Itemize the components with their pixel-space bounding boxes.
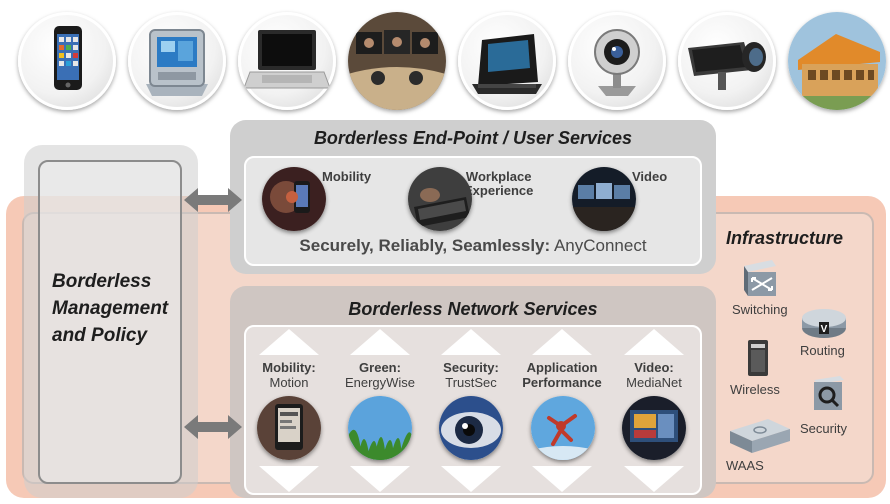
tagline-bold: Securely, Reliably, Seamlessly: bbox=[299, 236, 551, 255]
network-service-label-line1: Mobility: bbox=[262, 360, 316, 375]
building-icon bbox=[788, 12, 886, 110]
management-inner-panel bbox=[38, 160, 182, 484]
waas-appliance-icon bbox=[730, 419, 790, 453]
mobile-device-icon bbox=[257, 396, 321, 460]
security-camera-icon bbox=[678, 12, 776, 110]
network-service-label: Video: MediaNet bbox=[612, 360, 696, 390]
endpoint-service-label-line: Video bbox=[632, 169, 668, 184]
endpoint-service-label-line: Experience bbox=[464, 183, 534, 198]
management-title-line: Management bbox=[52, 298, 169, 319]
network-service-label: Mobility: Motion bbox=[247, 360, 331, 390]
infrastructure-label: Wireless bbox=[730, 382, 780, 397]
up-arrow-icon bbox=[350, 329, 410, 355]
down-arrow-icon bbox=[624, 466, 684, 492]
firewall-icon bbox=[814, 376, 844, 410]
network-service-label-line2: Performance bbox=[522, 375, 602, 390]
management-title: Borderless Management and Policy bbox=[52, 268, 182, 349]
network-service-label-line1: Security: bbox=[443, 360, 499, 375]
up-arrow-icon bbox=[532, 329, 592, 355]
video-phone-icon bbox=[128, 12, 226, 110]
network-service-label: Application Performance bbox=[520, 360, 604, 390]
up-arrow-icon bbox=[259, 329, 319, 355]
mobile-user-icon bbox=[262, 167, 326, 231]
network-service-label-line2: MediaNet bbox=[626, 375, 682, 390]
skydiver-icon bbox=[531, 396, 595, 460]
infrastructure-label: WAAS bbox=[726, 458, 764, 473]
down-arrow-icon bbox=[259, 466, 319, 492]
endpoint-service-label: Workplace Experience bbox=[464, 170, 533, 198]
network-service-label: Security: TrustSec bbox=[429, 360, 513, 390]
grass-icon bbox=[348, 396, 412, 460]
down-arrow-icon bbox=[350, 466, 410, 492]
endpoint-service-label: Video bbox=[632, 170, 667, 184]
wireless-ap-icon bbox=[748, 340, 768, 376]
smartphone-icon bbox=[18, 12, 116, 110]
infrastructure-title: Infrastructure bbox=[726, 228, 844, 248]
infrastructure-label: Switching bbox=[732, 302, 788, 317]
keyboard-icon bbox=[408, 167, 472, 231]
up-arrow-icon bbox=[624, 329, 684, 355]
double-arrow-icon bbox=[184, 188, 242, 212]
telepresence-room-icon bbox=[348, 12, 446, 110]
infrastructure-label: Security bbox=[800, 421, 847, 436]
switch-icon bbox=[744, 260, 776, 296]
infrastructure-label: Routing bbox=[800, 343, 845, 358]
eye-icon bbox=[439, 396, 503, 460]
network-service-label: Green: EnergyWise bbox=[338, 360, 422, 390]
network-service-label-line1: Application bbox=[526, 360, 598, 375]
video-screens-icon bbox=[572, 167, 636, 231]
desk-phone-icon bbox=[458, 12, 556, 110]
down-arrow-icon bbox=[441, 466, 501, 492]
laptop-icon bbox=[238, 12, 336, 110]
tagline-rest: AnyConnect bbox=[550, 236, 647, 255]
double-arrow-icon bbox=[184, 415, 242, 439]
router-icon: V bbox=[802, 309, 846, 338]
network-service-label-line2: Motion bbox=[269, 375, 309, 390]
svg-text:V: V bbox=[821, 324, 828, 335]
down-arrow-icon bbox=[532, 466, 592, 492]
network-service-label-line2: EnergyWise bbox=[344, 375, 416, 390]
endpoint-tagline: Securely, Reliably, Seamlessly: AnyConne… bbox=[244, 236, 702, 256]
network-service-label-line1: Green: bbox=[359, 360, 401, 375]
endpoint-service-label: Mobility bbox=[322, 170, 371, 184]
endpoint-services-title: Borderless End-Point / User Services bbox=[313, 128, 633, 148]
endpoint-service-label-line: Mobility bbox=[322, 169, 372, 184]
network-service-label-line1: Video: bbox=[634, 360, 674, 375]
webcam-icon bbox=[568, 12, 666, 110]
management-title-line: Borderless bbox=[52, 271, 152, 292]
network-services-title: Borderless Network Services bbox=[348, 299, 598, 319]
up-arrow-icon bbox=[441, 329, 501, 355]
endpoint-service-label-line: Workplace bbox=[465, 169, 532, 184]
management-title-line: and Policy bbox=[52, 325, 148, 346]
network-service-label-line2: TrustSec bbox=[445, 375, 497, 390]
media-screen-icon bbox=[622, 396, 686, 460]
